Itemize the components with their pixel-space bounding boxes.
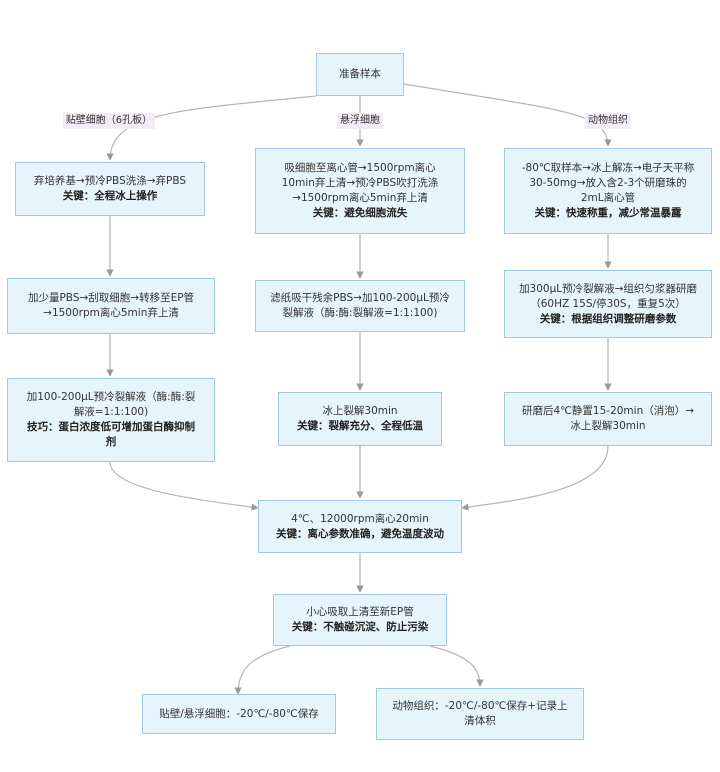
node-store-cells[interactable]: 贴壁/悬浮细胞：-20℃/-80℃保存	[142, 694, 336, 734]
node-store-tissue[interactable]: 动物组织：-20℃/-80℃保存+记录上清体积	[376, 688, 584, 740]
node-text: 4℃、12000rpm离心20min	[291, 512, 429, 525]
node-key-note: 关键：全程冰上操作	[62, 190, 158, 202]
node-text: 加100-200μL预冷裂解液（酶:酶:裂解液=1:1:100)	[26, 391, 196, 418]
edge-m2-e2	[429, 645, 484, 687]
node-adherent-step3[interactable]: 加100-200μL预冷裂解液（酶:酶:裂解液=1:1:100) 技巧：蛋白浓度…	[7, 378, 215, 462]
edge-label-suspension: 悬浮细胞	[337, 113, 383, 129]
node-key-note: 关键：快速称重，减少常温暴露	[534, 207, 682, 219]
node-prepare-sample[interactable]: 准备样本	[316, 53, 404, 96]
node-tissue-step1[interactable]: -80℃取样本→冰上解冻→电子天平称30-50mg→放入含2-3个研磨珠的2mL…	[504, 148, 712, 234]
node-text: 滤纸吸干残余PBS→加100-200μL预冷裂解液（酶:酶:裂解液=1:1:10…	[270, 292, 450, 319]
node-tissue-step2[interactable]: 加300μL预冷裂解液→组织匀浆器研磨（60HZ 15S/停30S，重复5次） …	[504, 270, 712, 338]
node-text: 贴壁/悬浮细胞：-20℃/-80℃保存	[159, 707, 319, 720]
node-text: 弃培养基→预冷PBS洗涤→弃PBS	[33, 175, 187, 187]
node-text: 吸细胞至离心管→1500rpm离心10min弃上清→预冷PBS吹打洗涤→1500…	[281, 162, 439, 204]
node-text: 小心吸取上清至新EP管	[306, 606, 414, 618]
node-collect-supernatant[interactable]: 小心吸取上清至新EP管 关键：不触碰沉淀、防止污染	[273, 594, 447, 646]
edge-label-tissue: 动物组织	[585, 113, 631, 129]
node-text: 冰上裂解30min	[322, 405, 398, 417]
node-centrifuge[interactable]: 4℃、12000rpm离心20min 关键：离心参数准确，避免温度波动	[258, 500, 462, 553]
node-text: 加300μL预冷裂解液→组织匀浆器研磨（60HZ 15S/停30S，重复5次）	[519, 282, 697, 310]
node-key-note: 关键：离心参数准确，避免温度波动	[276, 527, 444, 540]
node-suspension-step2[interactable]: 滤纸吸干残余PBS→加100-200μL预冷裂解液（酶:酶:裂解液=1:1:10…	[255, 280, 465, 332]
node-key-note: 关键：避免细胞流失	[312, 207, 408, 219]
node-suspension-step3[interactable]: 冰上裂解30min 关键：裂解充分、全程低温	[278, 392, 442, 446]
edge-start-c1	[403, 83, 612, 147]
edge-label-adherent: 贴壁细胞（6孔板）	[62, 113, 156, 129]
node-text: 加少量PBS→刮取细胞→转移至EP管→1500rpm离心5min弃上清	[27, 292, 195, 319]
edge-m2-e1	[234, 645, 291, 695]
edge-start-a1	[106, 95, 317, 161]
node-key-note: 关键：根据组织调整研磨参数	[539, 312, 677, 325]
node-text: -80℃取样本→冰上解冻→电子天平称30-50mg→放入含2-3个研磨珠的2mL…	[521, 162, 695, 204]
node-key-note: 技巧：蛋白浓度低可增加蛋白酶抑制剂	[27, 421, 195, 448]
node-suspension-step1[interactable]: 吸细胞至离心管→1500rpm离心10min弃上清→预冷PBS吹打洗涤→1500…	[255, 148, 465, 234]
node-tissue-step3[interactable]: 研磨后4℃静置15-20min（消泡）→冰上裂解30min	[504, 392, 712, 446]
node-adherent-step1[interactable]: 弃培养基→预冷PBS洗涤→弃PBS 关键：全程冰上操作	[15, 162, 205, 216]
edge-c3-m1	[461, 445, 609, 511]
node-key-note: 关键：不触碰沉淀、防止污染	[291, 621, 429, 633]
node-text: 动物组织：-20℃/-80℃保存+记录上清体积	[392, 700, 568, 727]
node-text: 准备样本	[339, 68, 381, 80]
node-key-note: 关键：裂解充分、全程低温	[297, 420, 423, 432]
node-adherent-step2[interactable]: 加少量PBS→刮取细胞→转移至EP管→1500rpm离心5min弃上清	[7, 278, 215, 334]
edge-a3-m1	[109, 461, 259, 511]
node-text: 研磨后4℃静置15-20min（消泡）→冰上裂解30min	[521, 405, 695, 432]
